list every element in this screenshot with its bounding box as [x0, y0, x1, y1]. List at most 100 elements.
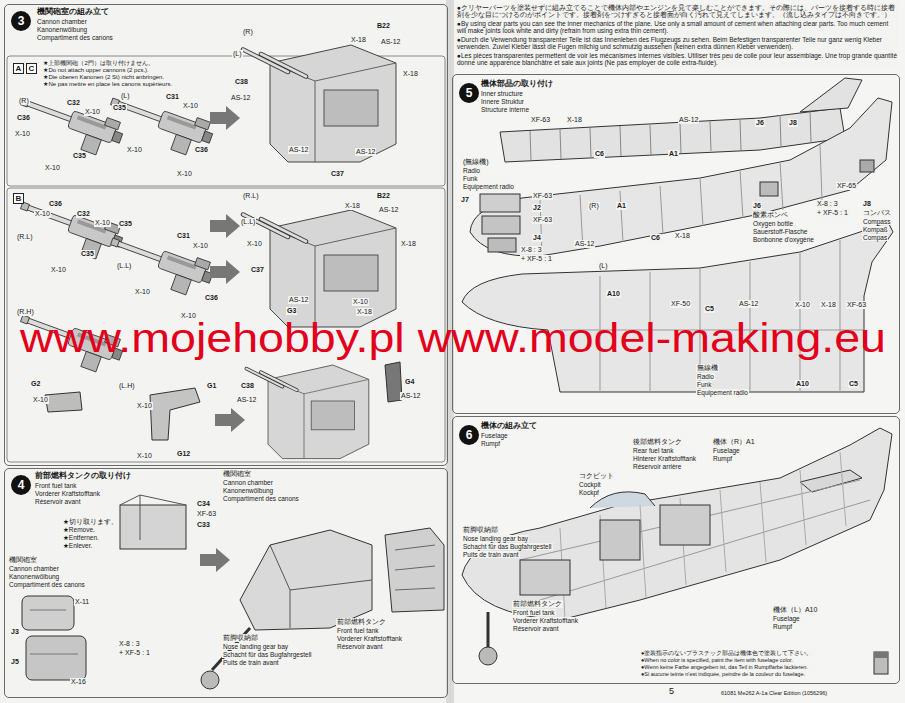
side-marker: (L.H) — [118, 382, 136, 390]
paint-code: AS-12 — [355, 148, 376, 156]
note-text: ★Entfernen. — [62, 534, 100, 541]
radio-part — [482, 216, 520, 234]
part-number: C35 — [80, 250, 95, 258]
paint-code: X-10 — [182, 102, 199, 110]
part-number: J6 — [755, 119, 765, 127]
node-heading: 3 — [18, 15, 25, 27]
note-text: ●Durch die Verwendung transparenter Teil… — [456, 36, 898, 51]
note-text: Vorderer Kraftstofftank — [336, 635, 403, 642]
node-subheading: Fuselage — [481, 432, 508, 439]
paint-code: X-10 — [34, 210, 51, 218]
cannon-chamber-drawing — [243, 45, 396, 162]
paint-code: AS-12 — [678, 116, 699, 124]
note-text: 機体（R）A1 — [712, 438, 756, 446]
part-number: J4 — [532, 234, 542, 242]
note-text: 酸素ボンベ — [752, 211, 789, 219]
fuselage-rib — [560, 452, 846, 618]
part-number: G2 — [30, 380, 41, 388]
part-number: C6 — [594, 150, 605, 158]
note-text: 前部燃料タンク — [512, 600, 563, 608]
part-number: A10 — [795, 380, 810, 388]
note-text: Kockpf — [578, 489, 600, 496]
paint-code: X-10 — [32, 396, 49, 404]
compass-part — [860, 160, 874, 172]
fuselage-stringer — [520, 480, 870, 600]
part-number: C33 — [196, 521, 211, 529]
part-number: C6 — [650, 234, 661, 242]
note-text: Réservoir avant — [336, 643, 384, 650]
part-number: J3 — [10, 628, 20, 636]
part-number: J6 — [752, 202, 762, 210]
paint-code: X-18 — [820, 301, 837, 309]
part-number: C36 — [48, 200, 63, 208]
node-heading: 機体部品の取り付け — [481, 79, 553, 88]
paint-code: X-8 : 3 — [520, 246, 543, 254]
note-text: ●Wenn keine Farbe angegeben ist, das Tei… — [640, 664, 809, 670]
note-text: Rumpf — [772, 623, 793, 630]
front-tank — [520, 560, 570, 595]
part-number: C34 — [196, 500, 211, 508]
paint-code: X-10 — [126, 146, 143, 154]
note-text: Bonbonne d'oxygène — [752, 236, 815, 243]
rear-tank — [660, 505, 710, 545]
part-number: A10 — [606, 290, 621, 298]
note-text: ★切り取ります。 — [62, 518, 119, 525]
assembly-arrow — [200, 548, 230, 572]
cannon-drawing — [13, 192, 126, 265]
bracket-part — [150, 388, 200, 440]
part-number: C36 — [16, 114, 31, 122]
node-subheading: Kanonenwölbung — [37, 26, 87, 33]
note-text: Funk — [696, 381, 712, 388]
paint-code: X-8 : 3 — [118, 640, 141, 648]
radio-part — [488, 238, 516, 252]
cannon-drawing — [103, 228, 216, 301]
nose-section-drawing — [240, 530, 372, 630]
landing-gear-wheel — [479, 647, 497, 665]
bracket-part — [45, 392, 82, 412]
note-text: Cockpit — [578, 481, 602, 488]
part-number: C36 — [204, 294, 219, 302]
note-text: Fuselage — [712, 447, 741, 454]
paint-chip-icon — [874, 652, 888, 674]
fuselage-rib — [560, 240, 864, 392]
paint-code: AS-12 — [574, 240, 595, 248]
note-text: Oxygen bottle — [752, 220, 794, 227]
paint-code: X-8 : 3 — [816, 200, 839, 208]
side-marker: (R) — [242, 28, 254, 36]
paint-code: AS-12 — [378, 206, 399, 214]
paint-code: X-18 — [400, 240, 417, 248]
note-text: 機関砲室 — [222, 470, 252, 478]
note-text: ●When no color is specified, paint the i… — [640, 657, 794, 663]
paint-code: X-18 — [356, 308, 373, 316]
part-number: G3 — [286, 307, 297, 315]
note-text: 無線機 — [696, 364, 719, 372]
paint-code: X-18 — [674, 232, 691, 240]
note-text: Kanonenwölbung — [8, 573, 60, 580]
radio-part — [480, 194, 520, 212]
paint-code: AS-12 — [738, 300, 759, 308]
part-number: C37 — [330, 170, 345, 178]
note-text: 前脚収納部 — [222, 634, 259, 642]
side-marker: (L) — [598, 262, 609, 270]
note-text: Schacht für das Bugfahrgestell — [462, 543, 553, 550]
note-text: Kanonenwölbung — [222, 487, 274, 494]
part-number: C32 — [66, 99, 81, 107]
variant-box: B — [13, 193, 24, 204]
part-number: A1 — [616, 202, 627, 210]
paint-code: AS-12 — [288, 296, 309, 304]
fuel-tank-part — [22, 596, 74, 630]
paint-code: X-10 — [84, 108, 101, 116]
fuselage-rib — [540, 145, 822, 254]
part-number: G12 — [176, 450, 191, 458]
part-number: G1 — [206, 382, 217, 390]
paint-code: AS-12 — [288, 146, 309, 154]
side-marker: (L.L) — [240, 218, 256, 226]
paint-code: X-18 — [350, 36, 367, 44]
tail-fin — [800, 78, 862, 112]
note-text: Equipement radio — [696, 389, 749, 396]
chamber-detail — [395, 545, 435, 590]
paint-code: XF-50 — [670, 300, 691, 308]
node-subheading: Inner structure — [481, 90, 523, 97]
step-number: 3 — [11, 11, 31, 31]
note-text: ●By using clear parts you can see the in… — [456, 20, 898, 35]
